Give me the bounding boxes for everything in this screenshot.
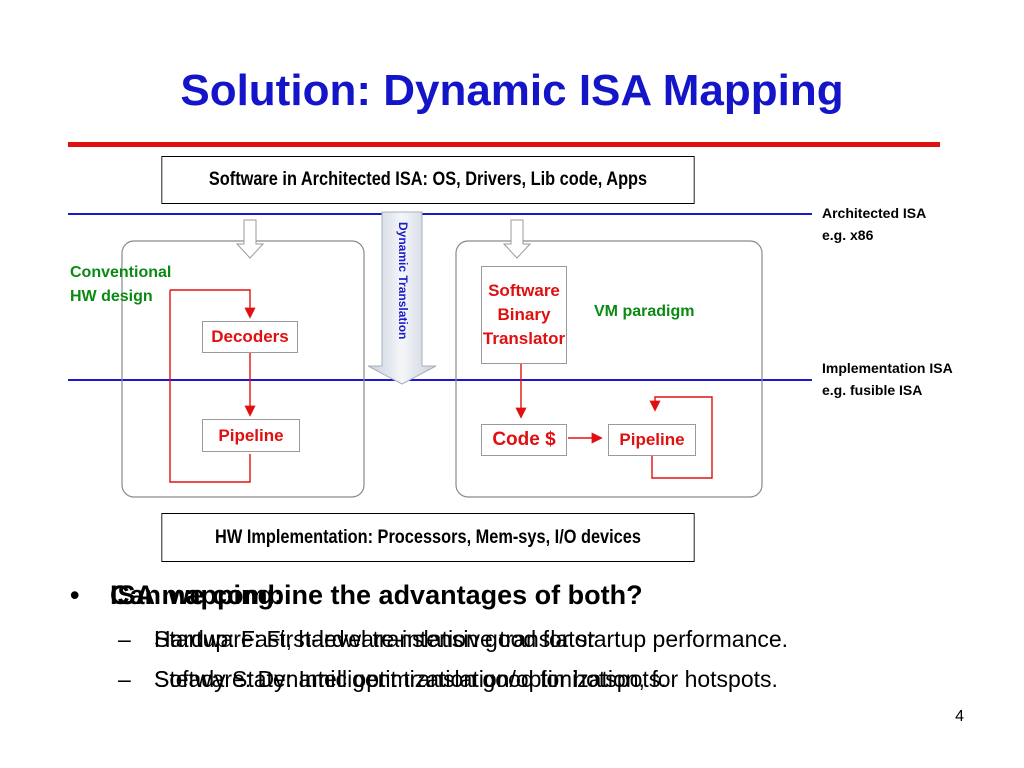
sbt-label-1: Software	[488, 281, 560, 300]
left-pipeline-box: Pipeline	[202, 419, 300, 452]
main-bullet-text-a: ISA mapping:	[110, 580, 283, 610]
left-down-arrow	[235, 219, 265, 259]
hardware-box: HW Implementation: Processors, Mem-sys, …	[161, 513, 695, 562]
sub-bullet-2-text-b: Steady State: Intelligent translation/op…	[154, 666, 778, 692]
slide-title: Solution: Dynamic ISA Mapping	[180, 66, 844, 115]
dynamic-translation-arrow	[367, 211, 437, 385]
sub-dash-2: –	[118, 666, 131, 692]
page-number: 4	[955, 708, 964, 725]
left-top-arrow	[170, 289, 256, 319]
left-pipeline-label: Pipeline	[218, 425, 284, 445]
right-pipeline-box: Pipeline	[608, 424, 696, 456]
sbt-label-2: Binary	[497, 305, 551, 324]
sub-dash-1: –	[118, 626, 131, 652]
decoders-label: Decoders	[211, 327, 289, 346]
dynamic-translation-label: Dynamic Translation	[388, 222, 416, 362]
architected-isa-label: Architected ISA e.g. x86	[822, 205, 927, 243]
sbt-box: Software Binary Translator	[481, 266, 567, 364]
conventional-panel	[121, 240, 365, 498]
sub-bullet-1-text-a: Hardware: First-level translation good f…	[154, 626, 789, 652]
sub-bullet-1-text-b: Startup: Fast, hardware-intensive transl…	[154, 626, 596, 652]
code-cache-box: Code $	[481, 424, 567, 456]
left-loop-line	[169, 290, 251, 483]
sub-bullet-2-text-a: Software: Dynamic optimization good for …	[154, 666, 667, 692]
software-box: Software in Architected ISA: OS, Drivers…	[161, 156, 695, 204]
vm-paradigm-label: VM paradigm	[594, 303, 695, 320]
sub-bullet-1: – Hardware: First-level translation good…	[70, 626, 1000, 666]
title-rule	[68, 142, 940, 147]
dynamic-translation-text: Dynamic Translation	[396, 222, 410, 340]
main-bullet: • ISA mapping: Can we combine the advant…	[70, 580, 1000, 620]
right-down-arrow	[502, 219, 532, 259]
decoders-box: Decoders	[202, 321, 298, 353]
implementation-isa-label: Implementation ISA e.g. fusible ISA	[822, 360, 953, 398]
right-pipeline-label: Pipeline	[619, 430, 685, 449]
sub-bullet-2: – Software: Dynamic optimization good fo…	[70, 666, 1000, 706]
hardware-box-label: HW Implementation: Processors, Mem-sys, …	[215, 526, 641, 548]
vm-panel	[455, 240, 763, 498]
sbt-label-3: Translator	[482, 329, 566, 348]
bullet-dot: •	[70, 580, 80, 610]
main-bullet-text-b: Can we combine the advantages of both?	[110, 580, 643, 610]
conventional-hw-label: Conventional HW design	[70, 264, 172, 305]
software-box-label: Software in Architected ISA: OS, Drivers…	[208, 169, 648, 190]
code-cache-label: Code $	[492, 429, 556, 450]
bullet-list: • ISA mapping: Can we combine the advant…	[70, 580, 1000, 706]
right-loop-line	[649, 396, 713, 479]
